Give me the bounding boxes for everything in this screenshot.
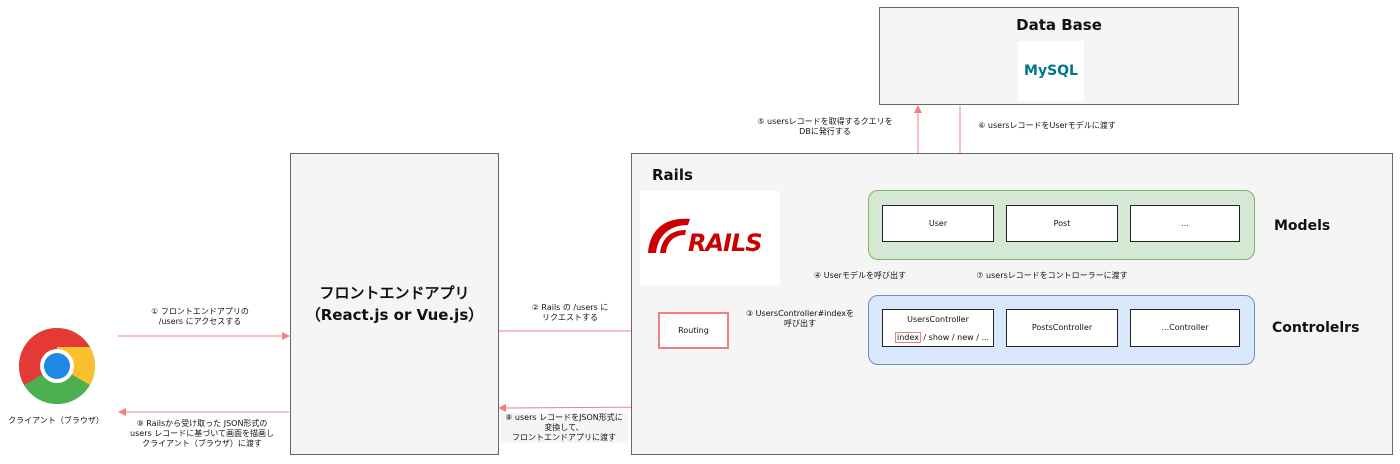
controller-posts: PostsController [1006, 309, 1118, 347]
models-label: Models [1274, 218, 1331, 234]
step8-line2: 変換して、 [544, 423, 584, 432]
model-post-label: Post [1053, 218, 1071, 228]
step9-line1: ⑨ Railsから受け取った JSON形式の [136, 419, 268, 428]
routing-box: Routing [658, 312, 729, 349]
frontend-title: フロントエンドアプリ [319, 284, 470, 302]
rails-logo: RAILS [640, 191, 780, 285]
client-label: クライアント（ブラウザ） [8, 416, 104, 425]
model-user-label: User [928, 218, 948, 228]
controller-users: UsersController index / show / new / ... [882, 309, 994, 347]
controller-posts-label: PostsController [1031, 323, 1093, 332]
model-more-label: ... [1181, 218, 1189, 228]
step3-label: ③ UsersController#indexを 呼び出す [740, 309, 860, 329]
step2-label: ② Rails の /users に リクエストする [510, 303, 630, 323]
mysql-logo: MySQL [1018, 41, 1084, 101]
index-action: index [895, 332, 921, 343]
controller-more-label: ...Controller [1161, 323, 1209, 332]
step1-line1: ① フロントエンドアプリの [151, 307, 249, 316]
step9-line3: クライアント（ブラウザ）に渡す [142, 439, 262, 448]
database-box: Data Base MySQL [879, 7, 1239, 105]
frontend-app-box: フロントエンドアプリ （React.js or Vue.js） [290, 153, 499, 455]
controllers-label: Controlelrs [1272, 320, 1360, 336]
step5-line2: DBに発行する [799, 127, 851, 136]
controller-users-actions: index / show / new / ... [895, 332, 990, 343]
step4-label: ④ Userモデルを呼び出す [810, 271, 910, 281]
step7-label: ⑦ usersレコードをコントローラーに渡す [962, 271, 1142, 281]
model-post: Post [1006, 205, 1118, 242]
client: クライアント（ブラウザ） [0, 320, 112, 430]
routing-label: Routing [678, 325, 709, 335]
step8-line1: ⑧ users レコードをJSON形式に [505, 413, 623, 422]
step6-label: ⑥ usersレコードをUserモデルに渡す [962, 121, 1132, 131]
step1-label: ① フロントエンドアプリの /users にアクセスする [130, 307, 270, 327]
step2-line2: リクエストする [542, 313, 598, 322]
step3-line1: ③ UsersController#indexを [745, 309, 855, 318]
rails-container: Rails RAILS Models Controlelrs [631, 153, 1393, 455]
step5-label: ⑤ usersレコードを取得するクエリを DBに発行する [745, 117, 905, 137]
step7-line1: ⑦ usersレコードをコントローラーに渡す [976, 271, 1128, 280]
mysql-logo-text: MySQL [1024, 63, 1078, 79]
step8-label: ⑧ users レコードをJSON形式に 変換して、 フロントエンドアプリに渡す [500, 413, 628, 443]
step5-line1: ⑤ usersレコードを取得するクエリを [757, 117, 893, 126]
model-user: User [882, 205, 994, 242]
step8-line3: フロントエンドアプリに渡す [512, 433, 616, 442]
database-title: Data Base [1016, 16, 1102, 34]
frontend-subtitle: （React.js or Vue.js） [305, 306, 484, 324]
controller-users-title: UsersController [907, 315, 969, 324]
step1-line2: /users にアクセスする [158, 317, 242, 326]
controller-more: ...Controller [1130, 309, 1240, 347]
step2-line1: ② Rails の /users に [531, 303, 609, 312]
step9-label: ⑨ Railsから受け取った JSON形式の users レコードに基づいて画面… [116, 419, 288, 449]
rails-title: Rails [652, 166, 693, 184]
step6-line1: ⑥ usersレコードをUserモデルに渡す [978, 121, 1116, 130]
chrome-icon [19, 328, 95, 404]
rails-logo-mark [648, 218, 690, 253]
rails-logo-text: RAILS [688, 229, 763, 257]
step9-line2: users レコードに基づいて画面を描画し [130, 429, 274, 438]
model-more: ... [1130, 205, 1240, 242]
step3-line2: 呼び出す [784, 319, 816, 328]
step4-line1: ④ Userモデルを呼び出す [814, 271, 906, 280]
other-actions: / show / new / ... [920, 333, 990, 342]
